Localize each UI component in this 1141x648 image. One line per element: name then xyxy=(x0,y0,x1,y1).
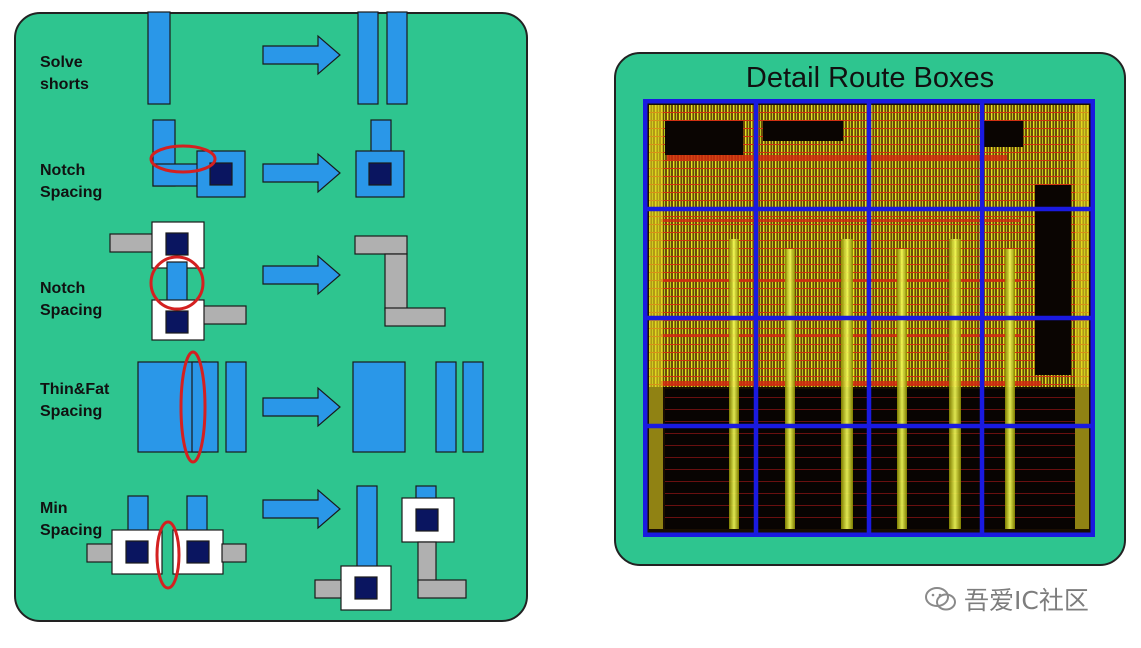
thin-fat-after xyxy=(352,361,484,453)
arrow-right-icon-4 xyxy=(262,386,341,428)
separated-wires-after xyxy=(357,11,408,105)
violation-highlight-min-spacing xyxy=(155,520,181,590)
watermark: 吾爱IC社区 xyxy=(924,582,1089,616)
arrow-right-icon-5 xyxy=(262,488,341,530)
notch-vias-before xyxy=(109,221,247,341)
min-spacing-after xyxy=(314,485,467,611)
violation-highlight-notch-1 xyxy=(149,144,217,174)
arrow-right-icon-1 xyxy=(262,34,341,76)
shorted-wire-before xyxy=(147,11,171,105)
notch-grey-fixed-after xyxy=(354,235,446,327)
route-box-grid xyxy=(643,99,1095,537)
notch-fixed-after xyxy=(355,119,405,198)
thin-fat-before xyxy=(137,361,247,453)
violation-highlight-notch-2 xyxy=(149,255,205,311)
panel-title: Detail Route Boxes xyxy=(745,62,995,94)
wechat-icon xyxy=(925,587,956,611)
routing-voids xyxy=(665,121,1071,375)
notch-wire-before xyxy=(152,119,246,198)
violation-highlight-thin-fat xyxy=(179,350,207,464)
min-spacing-before xyxy=(86,495,247,575)
routed-layout-image xyxy=(643,99,1095,537)
arrow-right-icon-2 xyxy=(262,152,341,194)
power-stripes xyxy=(729,239,1015,529)
watermark-text: 吾爱IC社区 xyxy=(964,586,1089,615)
arrow-right-icon-3 xyxy=(262,254,341,296)
